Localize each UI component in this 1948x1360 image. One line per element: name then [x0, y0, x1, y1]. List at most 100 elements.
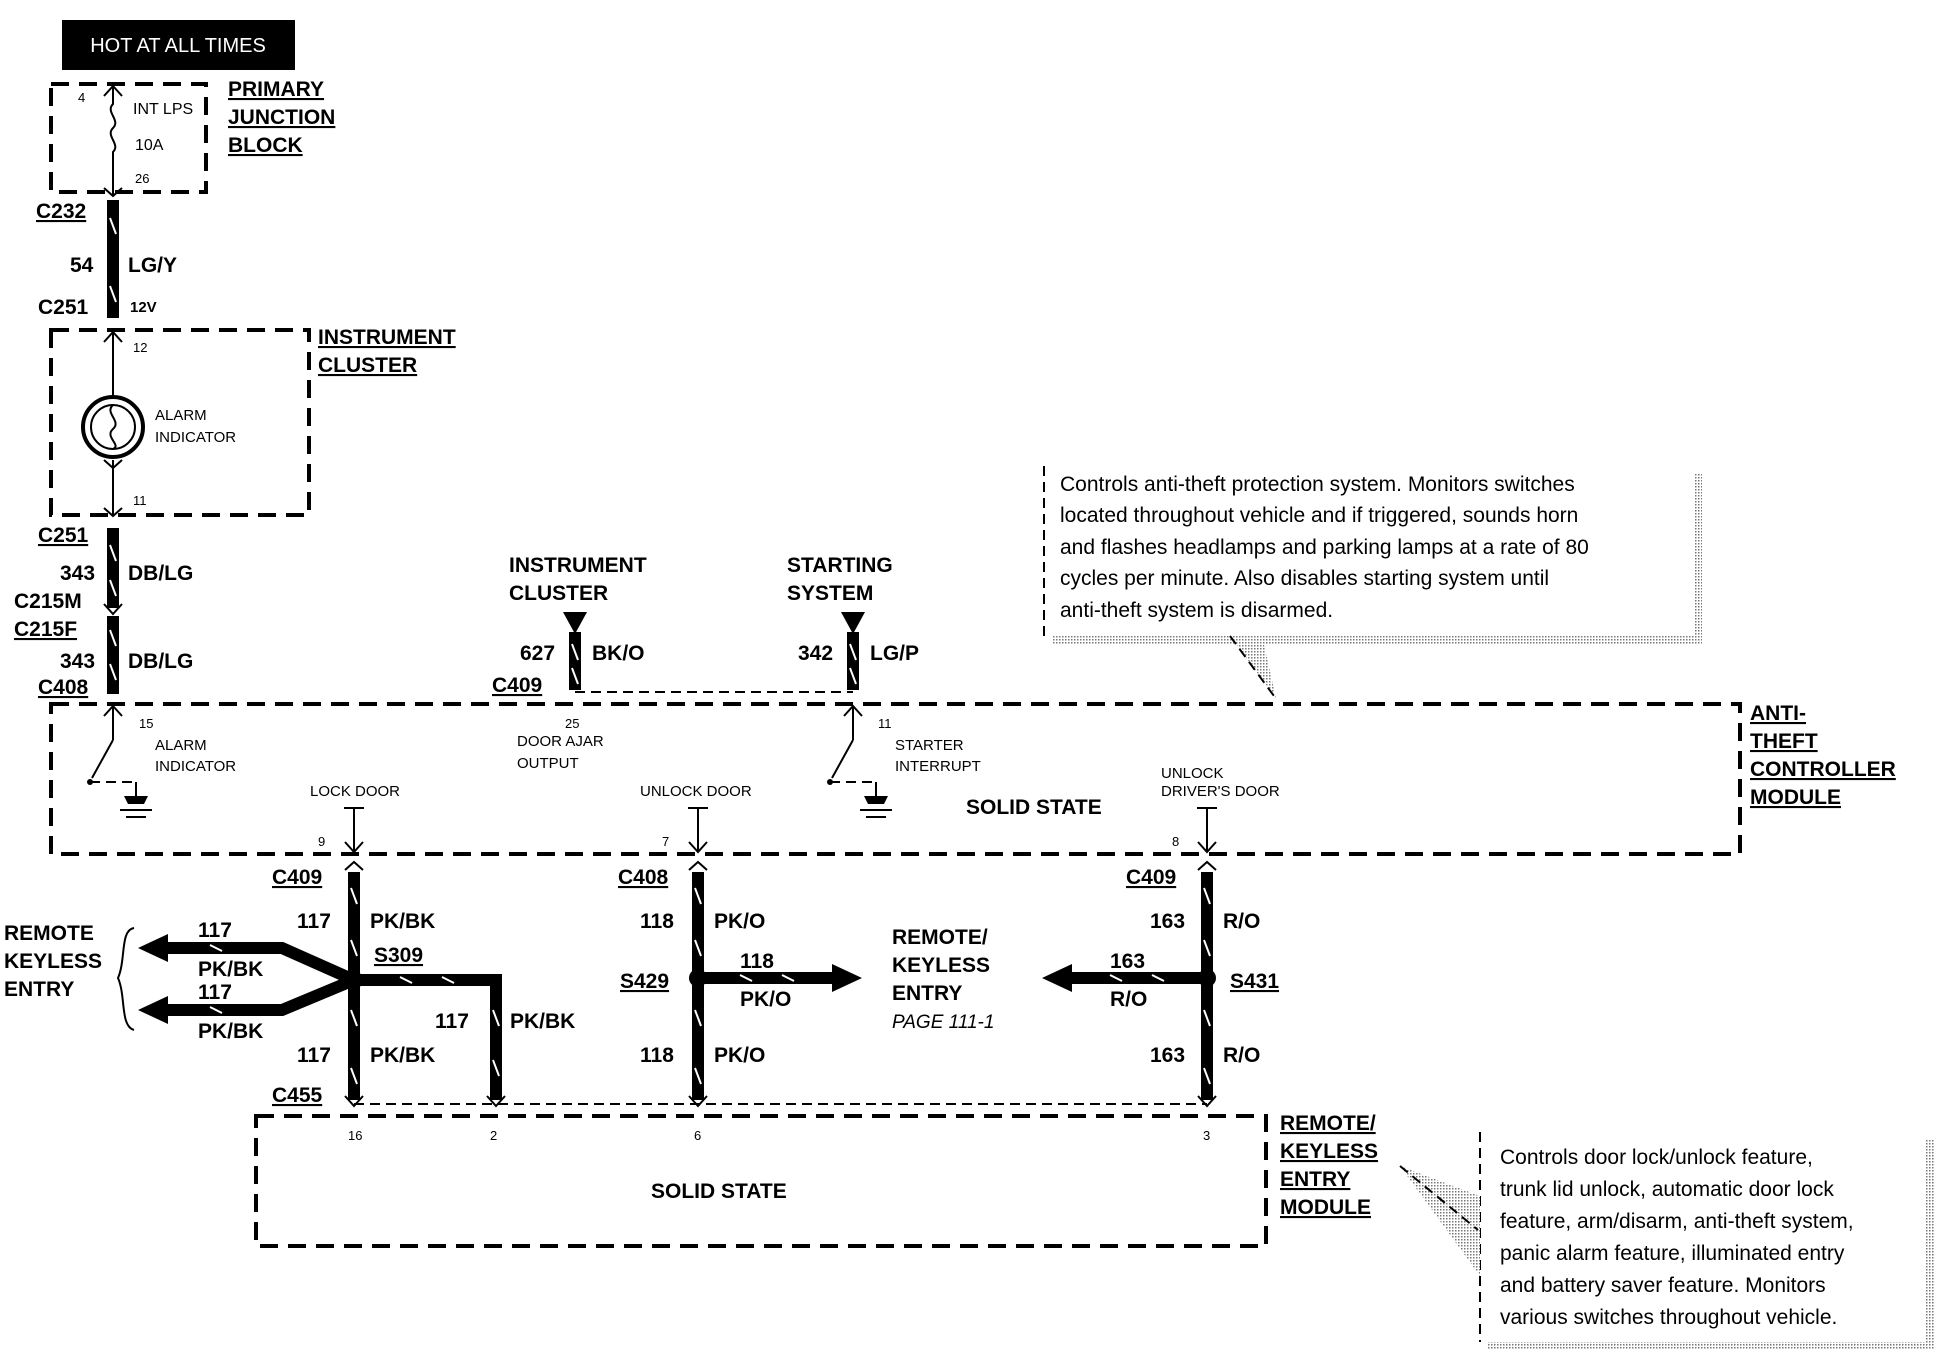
ext-page-ref: PAGE 111-1 [892, 1012, 994, 1033]
connector-c215f: C215F [14, 618, 77, 641]
starter-ground-icon [864, 796, 888, 804]
atm-door-ajar-label-1: DOOR AJAR [517, 733, 604, 750]
wire-163-arrow-color: R/O [1110, 988, 1147, 1011]
ic-pin-bottom: 11 [133, 493, 147, 508]
atm-unlock-drv-pin: 8 [1172, 834, 1179, 849]
wire-54-color: LG/Y [128, 254, 177, 277]
fuse-arrow-bottom [103, 187, 123, 198]
rkm-pin-2: 2 [490, 1128, 497, 1143]
ic-lamp-label-1: ALARM [155, 407, 207, 424]
atm-title-3: CONTROLLER [1750, 758, 1896, 781]
rkm-solid-state: SOLID STATE [651, 1180, 787, 1203]
keyless-arrow-a-icon [138, 934, 168, 962]
pjb-pin-top: 4 [78, 90, 85, 105]
atm-unlock-pin: 7 [662, 834, 669, 849]
connector-c232: C232 [36, 200, 86, 223]
note-anti-theft-line-3: and flashes headlamps and parking lamps … [1060, 536, 1589, 559]
atm-alarm-pin: 15 [139, 716, 153, 731]
alarm-switch-icon [91, 739, 114, 779]
keyless-arrow-b-icon [138, 996, 168, 1024]
wire-163-top-number: 163 [1150, 910, 1185, 933]
wire-117-mid-number: 117 [435, 1010, 469, 1033]
note-remote-keyless-line-6: various switches throughout vehicle. [1500, 1306, 1837, 1329]
wire-54-voltage: 12V [130, 299, 157, 316]
starting-system-arrow-icon [841, 612, 865, 634]
note-anti-theft-line-1: Controls anti-theft protection system. M… [1060, 473, 1575, 496]
splice-s309: S309 [374, 944, 423, 967]
fuse-rating: 10A [135, 137, 164, 154]
pjb-pin-bottom: 26 [135, 171, 149, 186]
wire-163-top-color: R/O [1223, 910, 1260, 933]
wire-118-arrow-number: 118 [740, 950, 774, 973]
wire-118-top-number: 118 [640, 910, 674, 933]
note-anti-theft-line-2: located throughout vehicle and if trigge… [1060, 504, 1578, 527]
wire-117-bot-number: 117 [297, 1044, 331, 1067]
wire-343a-number: 343 [60, 562, 95, 585]
rkm-title-2: KEYLESS [1280, 1140, 1378, 1163]
atm-title-2: THEFT [1750, 730, 1818, 753]
primary-junction-block-title-1: PRIMARY [228, 78, 324, 101]
wire-117-a-number: 117 [198, 919, 232, 942]
wire-117-branch-a [160, 942, 357, 986]
wire-118-top-color: PK/O [714, 910, 765, 933]
wire-627-color: BK/O [592, 642, 645, 665]
wire-117-bot-color: PK/BK [370, 1044, 435, 1067]
connector-c408-top: C408 [38, 676, 89, 699]
note-remote-keyless-line-4: panic alarm feature, illuminated entry [1500, 1242, 1845, 1265]
fuse-name: INT LPS [133, 101, 193, 118]
wire-117-top-color: PK/BK [370, 910, 435, 933]
wire-54-number: 54 [70, 254, 94, 277]
connector-c409-right: C409 [1126, 866, 1176, 889]
hot-at-all-times-label: HOT AT ALL TIMES [90, 35, 266, 57]
hot-at-all-times-banner [62, 20, 295, 70]
wire-117-a-color: PK/BK [198, 958, 263, 981]
wire-118-bot-color: PK/O [714, 1044, 765, 1067]
rkm-pin-3: 3 [1203, 1128, 1210, 1143]
ext-remote-keyless-center-1: REMOTE/ [892, 926, 988, 949]
connector-c251-top: C251 [38, 296, 89, 319]
note-remote-keyless-pointer [1400, 1166, 1480, 1276]
rkm-title-4: MODULE [1280, 1196, 1371, 1219]
keyless-brace [116, 927, 135, 1031]
wire-163-bot-color: R/O [1223, 1044, 1260, 1067]
wire-117-b-color: PK/BK [198, 1020, 263, 1043]
ext-instrument-cluster-1: INSTRUMENT [509, 554, 647, 577]
note-remote-keyless-line-1: Controls door lock/unlock feature, [1500, 1146, 1813, 1169]
atm-door-ajar-pin: 25 [565, 716, 579, 731]
instrument-cluster-title-1: INSTRUMENT [318, 326, 456, 349]
wire-342-color: LG/P [870, 642, 919, 665]
wire-117-branch-b [160, 974, 357, 1016]
fuse-arrow-top [103, 84, 123, 97]
connector-c251-bottom: C251 [38, 524, 89, 547]
atm-solid-state: SOLID STATE [966, 796, 1102, 819]
note-anti-theft-line-5: anti-theft system is disarmed. [1060, 599, 1333, 622]
note-anti-theft-box [1044, 466, 1694, 636]
note-remote-keyless-line-5: and battery saver feature. Monitors [1500, 1274, 1826, 1297]
instrument-cluster-title-2: CLUSTER [318, 354, 417, 377]
atm-alarm-label-1: ALARM [155, 737, 207, 754]
wire-627-number: 627 [520, 642, 555, 665]
connector-c408-mid: C408 [618, 866, 669, 889]
ext-starting-system-2: SYSTEM [787, 582, 873, 605]
atm-unlock-drv-label-1: UNLOCK [1161, 765, 1224, 782]
atm-unlock-drv-label-2: DRIVER'S DOOR [1161, 783, 1280, 800]
wire-342-number: 342 [798, 642, 833, 665]
wire-163-bot-number: 163 [1150, 1044, 1185, 1067]
primary-junction-block-box [49, 82, 208, 194]
primary-junction-block-title-2: JUNCTION [228, 106, 335, 129]
ext-remote-keyless-left-2: KEYLESS [4, 950, 102, 973]
wire-117-b-number: 117 [198, 981, 232, 1004]
connector-c409-top: C409 [492, 674, 542, 697]
atm-alarm-label-2: INDICATOR [155, 758, 236, 775]
note-remote-keyless-box [1480, 1132, 1926, 1342]
remote-keyless-module-box [254, 1114, 1268, 1248]
alarm-ground-icon [124, 796, 148, 804]
atm-title-4: MODULE [1750, 786, 1841, 809]
rkm-pin-16: 16 [348, 1128, 362, 1143]
connector-c215-symbol [103, 603, 123, 616]
ext-remote-keyless-left-1: REMOTE [4, 922, 94, 945]
connector-c409-left: C409 [272, 866, 322, 889]
atm-starter-label-2: INTERRUPT [895, 758, 981, 775]
